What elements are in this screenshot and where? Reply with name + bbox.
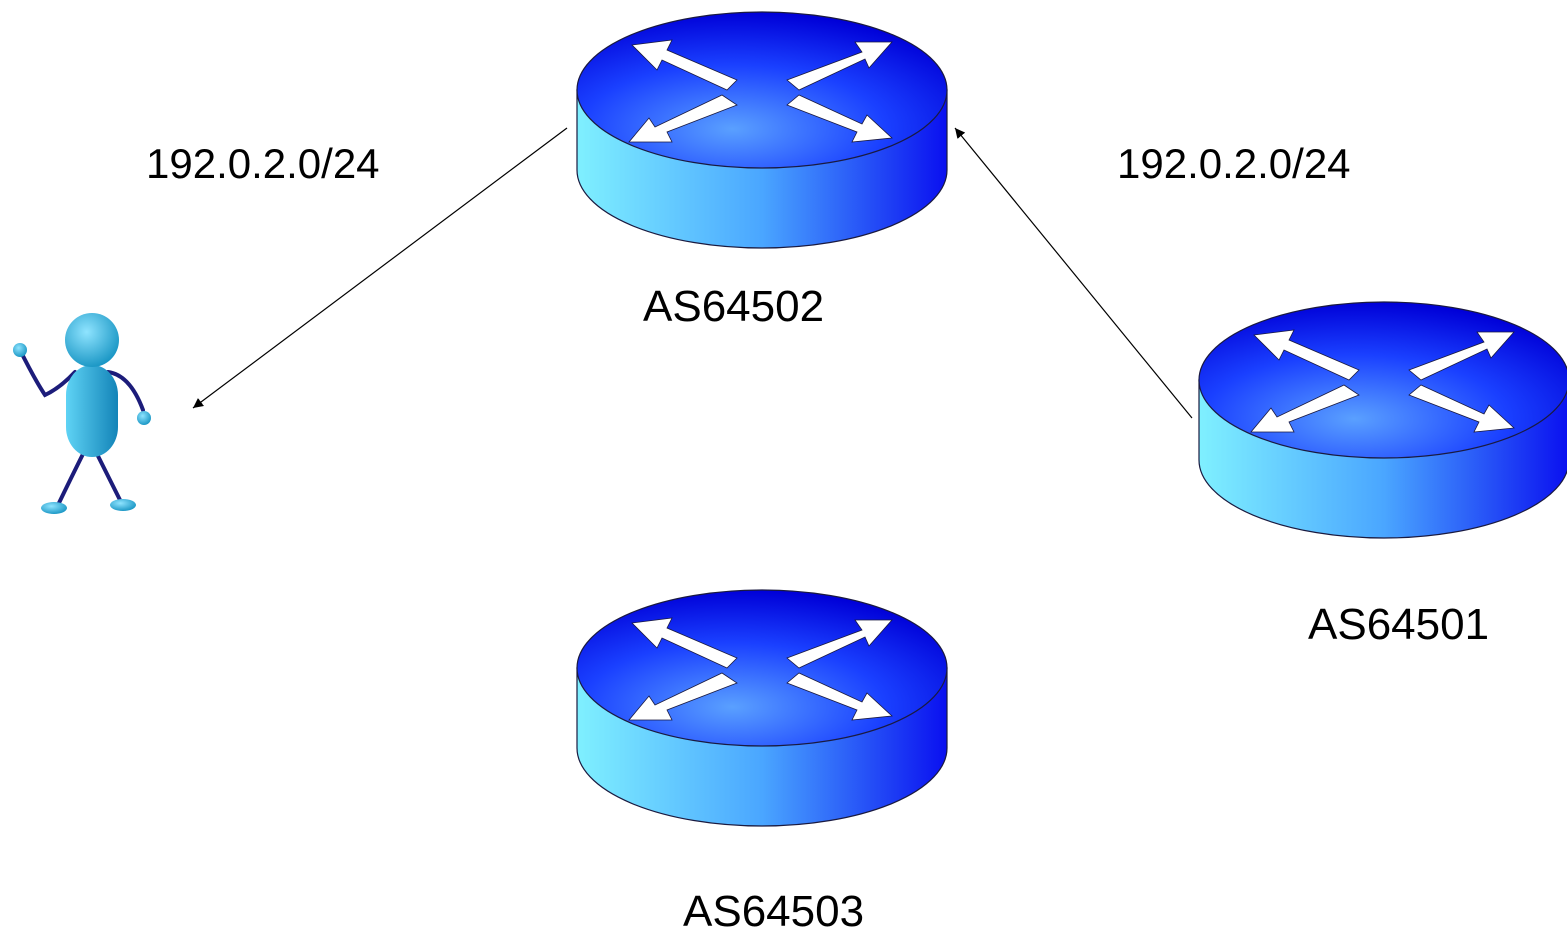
router-label-as64501: AS64501 (1308, 600, 1490, 649)
person-icon (13, 313, 151, 514)
router-label-as64502: AS64502 (643, 282, 825, 331)
router-as64502-icon (576, 11, 948, 249)
router-as64503-icon (576, 589, 948, 827)
router-label-as64503: AS64503 (683, 887, 865, 936)
prefix-label-left: 192.0.2.0/24 (146, 140, 380, 187)
route-line-as64501-to-as64502 (954, 127, 1193, 419)
router-as64501-icon (1198, 301, 1567, 539)
route-line-as64502-to-user (192, 127, 568, 409)
prefix-label-right: 192.0.2.0/24 (1117, 140, 1351, 187)
